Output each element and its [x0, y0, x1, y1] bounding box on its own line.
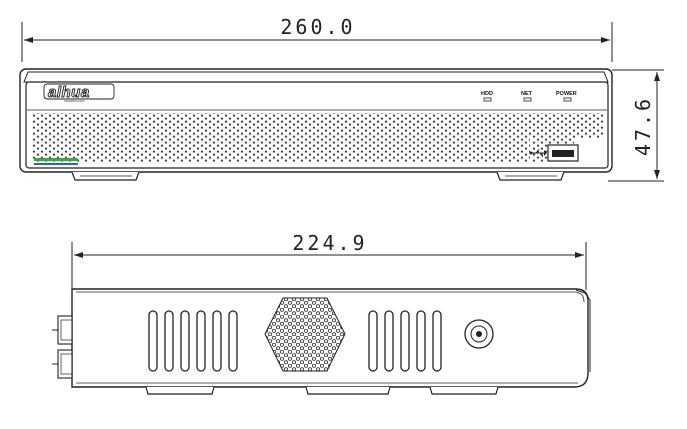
brand-logo: alhua TECHNOLOGY [43, 83, 115, 103]
side-view: 224.9 [52, 231, 591, 395]
rear-connector-bottom [57, 349, 73, 379]
front-view: 260.0 47.6 alhua TECHNOLOGY HDD NET [19, 15, 664, 182]
rear-connector-top [57, 315, 73, 345]
vent-slots-right [368, 310, 442, 372]
indicator-power-led [563, 97, 572, 102]
indicator-hdd-label: HDD [481, 91, 493, 97]
height-dimension: 47.6 [608, 69, 664, 182]
fan-grille [264, 297, 346, 372]
height-dimension-label: 47.6 [631, 96, 655, 156]
front-top-bevel [23, 71, 609, 83]
side-top-edge [76, 291, 585, 303]
indicator-net: NET [521, 91, 533, 102]
side-front-bezel [575, 289, 591, 372]
status-stripe-blue [34, 163, 78, 165]
usb-icon [529, 148, 547, 158]
depth-dimension-label: 224.9 [292, 231, 367, 255]
width-dimension: 260.0 [21, 15, 613, 62]
front-faceplate [25, 81, 609, 169]
indicator-hdd: HDD [481, 91, 493, 102]
depth-dimension: 224.9 [71, 231, 587, 290]
indicator-hdd-led [483, 97, 492, 102]
status-stripe-green [34, 158, 78, 161]
front-grille [32, 113, 604, 162]
brand-logo-text: alhua [48, 84, 90, 101]
usb-port [547, 144, 579, 162]
indicator-net-led [523, 97, 532, 102]
side-foot-left [145, 386, 215, 395]
side-foot-right [429, 386, 499, 395]
brand-logo-subtext: TECHNOLOGY [64, 99, 85, 103]
indicator-net-label: NET [521, 91, 533, 97]
vent-slots-left [148, 310, 238, 372]
indicator-power-label: POWER [556, 91, 577, 97]
width-dimension-label: 260.0 [280, 15, 355, 39]
indicator-power: POWER [556, 91, 577, 102]
side-foot-middle [305, 386, 391, 395]
ground-screw [464, 319, 494, 349]
